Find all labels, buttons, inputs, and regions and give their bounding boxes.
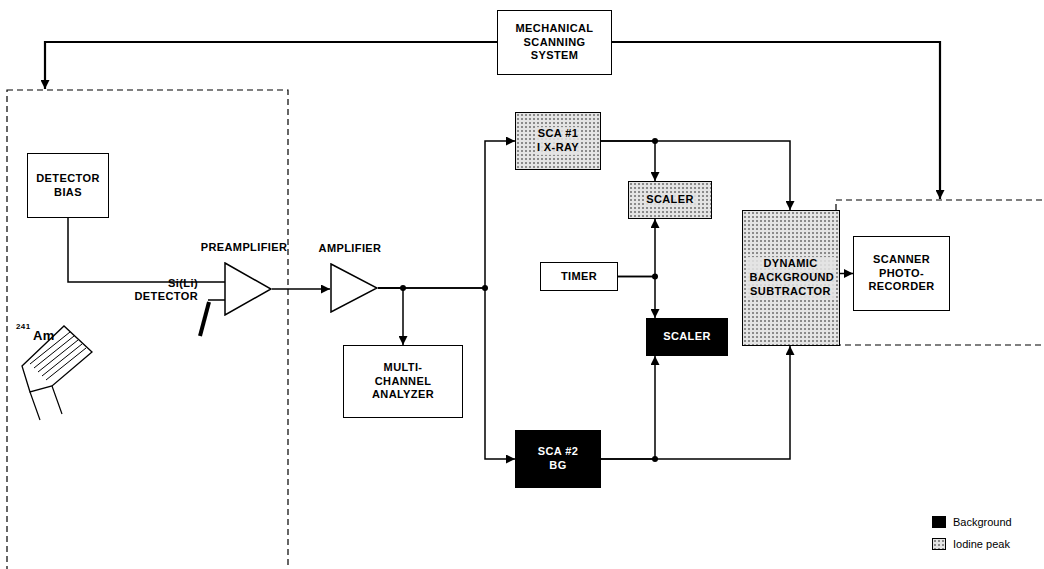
legend-swatch bbox=[932, 538, 946, 550]
legend-text: Background bbox=[953, 516, 1012, 528]
legend-swatch bbox=[932, 516, 946, 528]
recorder-box: SCANNER PHOTO- RECORDER bbox=[853, 236, 950, 311]
junction-dot bbox=[652, 274, 658, 280]
signal-connector bbox=[618, 219, 655, 277]
triangle-outline bbox=[224, 262, 272, 316]
signal-connector bbox=[272, 288, 330, 290]
node-label: DYNAMIC BACKGROUND SUBTRACTOR bbox=[748, 257, 834, 298]
detector-crystal bbox=[200, 302, 209, 336]
node-label: MULTI- CHANNEL ANALYZER bbox=[363, 361, 443, 402]
node-label: BG bbox=[549, 459, 566, 473]
signal-connector bbox=[378, 141, 515, 288]
detector-wire bbox=[208, 299, 226, 301]
legend-text: Iodine peak bbox=[953, 538, 1010, 550]
signal-connector bbox=[601, 141, 655, 181]
junction-dot bbox=[482, 285, 488, 291]
signal-connector bbox=[601, 346, 790, 459]
recorder-enclosure bbox=[836, 200, 1044, 345]
scaler-box: SCALER bbox=[646, 318, 728, 356]
scan-drive-line bbox=[612, 42, 940, 199]
signal-connector bbox=[618, 277, 655, 319]
part-label: Si(Li) DETECTOR bbox=[118, 277, 198, 303]
amplifier-triangle: AMPLIFIER bbox=[330, 263, 378, 313]
scan-drive-line bbox=[45, 42, 497, 89]
node-label: SCALER bbox=[663, 330, 711, 344]
junction-dot bbox=[652, 456, 658, 462]
system-box: MECHANICAL SCANNING SYSTEM bbox=[497, 10, 612, 75]
subtractor-box: DYNAMIC BACKGROUND SUBTRACTOR bbox=[742, 210, 840, 346]
node-label: SCANNER PHOTO- RECORDER bbox=[861, 253, 943, 294]
signal-connector bbox=[601, 356, 655, 459]
signal-connector bbox=[378, 288, 403, 345]
detector-enclosure bbox=[7, 90, 288, 569]
sca-box: SCA #2BG bbox=[515, 430, 601, 488]
scaler-box: SCALER bbox=[628, 181, 712, 219]
node-label: TIMER bbox=[561, 270, 597, 284]
legend-item: Iodine peak bbox=[932, 538, 1010, 550]
node-label: AMPLIFIER bbox=[319, 242, 382, 256]
node-label: PREAMPLIFIER bbox=[201, 241, 288, 255]
node-label: SCALER bbox=[644, 193, 696, 207]
analyzer-box: MULTI- CHANNEL ANALYZER bbox=[343, 345, 463, 418]
junction-dot bbox=[652, 138, 658, 144]
part-label: 241 bbox=[16, 322, 31, 332]
triangle-outline bbox=[330, 263, 378, 313]
node-label: I X-RAY bbox=[535, 141, 581, 155]
timer-box: TIMER bbox=[540, 262, 618, 291]
node-label: SCA #1 bbox=[536, 127, 581, 141]
junction-dot bbox=[400, 285, 406, 291]
part-label: Am bbox=[33, 328, 55, 344]
legend-item: Background bbox=[932, 516, 1012, 528]
sca-box: SCA #1I X-RAY bbox=[515, 112, 601, 170]
amplifier-triangle: PREAMPLIFIER bbox=[224, 262, 272, 316]
node-label: MECHANICAL SCANNING SYSTEM bbox=[510, 22, 600, 63]
node-label: SCA #2 bbox=[538, 445, 579, 459]
node-label: DETECTOR BIAS bbox=[33, 172, 103, 200]
am-source bbox=[22, 326, 92, 420]
signal-connector bbox=[840, 273, 854, 275]
bias-box: DETECTOR BIAS bbox=[27, 153, 109, 218]
